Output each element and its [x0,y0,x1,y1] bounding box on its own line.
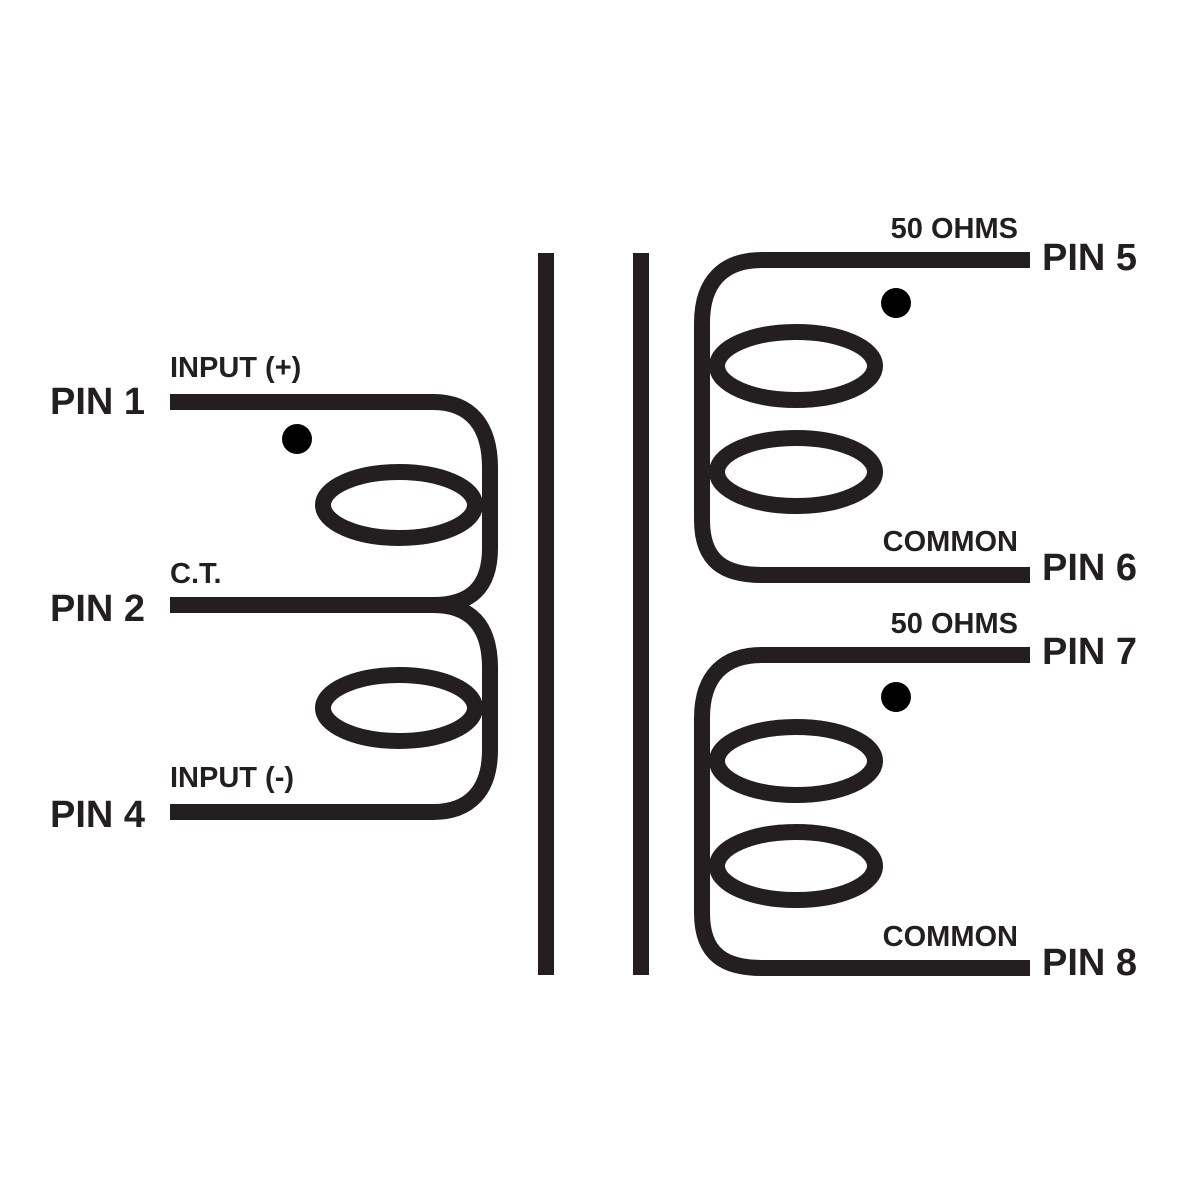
lower-common-label: COMMON [883,921,1018,953]
primary-coil-upper [170,394,498,613]
primary-coil-lower [170,597,498,820]
primary-loop-lower [315,667,483,749]
pin6-label: PIN 6 [1042,547,1137,589]
center-tap-label: C.T. [170,558,222,590]
pin8-label: PIN 8 [1042,942,1137,984]
secondary-upper-loop-1 [709,324,883,408]
secondary-upper-loop-2 [709,430,883,514]
pin2-label: PIN 2 [50,588,145,630]
primary-polarity-dot [282,424,312,454]
primary-loop-upper [315,464,483,546]
secondary-upper-polarity-dot [881,288,911,318]
secondary-winding-upper [694,252,1030,583]
pin4-label: PIN 4 [50,794,145,836]
secondary-lower-loop-2 [709,824,883,908]
primary-winding [170,394,498,820]
upper-common-label: COMMON [883,526,1018,558]
lower-impedance-label: 50 OHMS [891,608,1018,640]
pin1-label: PIN 1 [50,381,145,423]
pin5-label: PIN 5 [1042,237,1137,279]
secondary-lower-loop-1 [709,719,883,803]
input-minus-label: INPUT (-) [170,762,294,794]
pin7-label: PIN 7 [1042,631,1137,673]
secondary-lower-polarity-dot [881,682,911,712]
upper-impedance-label: 50 OHMS [891,213,1018,245]
secondary-upper-coil [694,252,1030,583]
input-plus-label: INPUT (+) [170,352,301,384]
secondary-lower-coil [694,647,1030,976]
secondary-winding-lower [694,647,1030,976]
